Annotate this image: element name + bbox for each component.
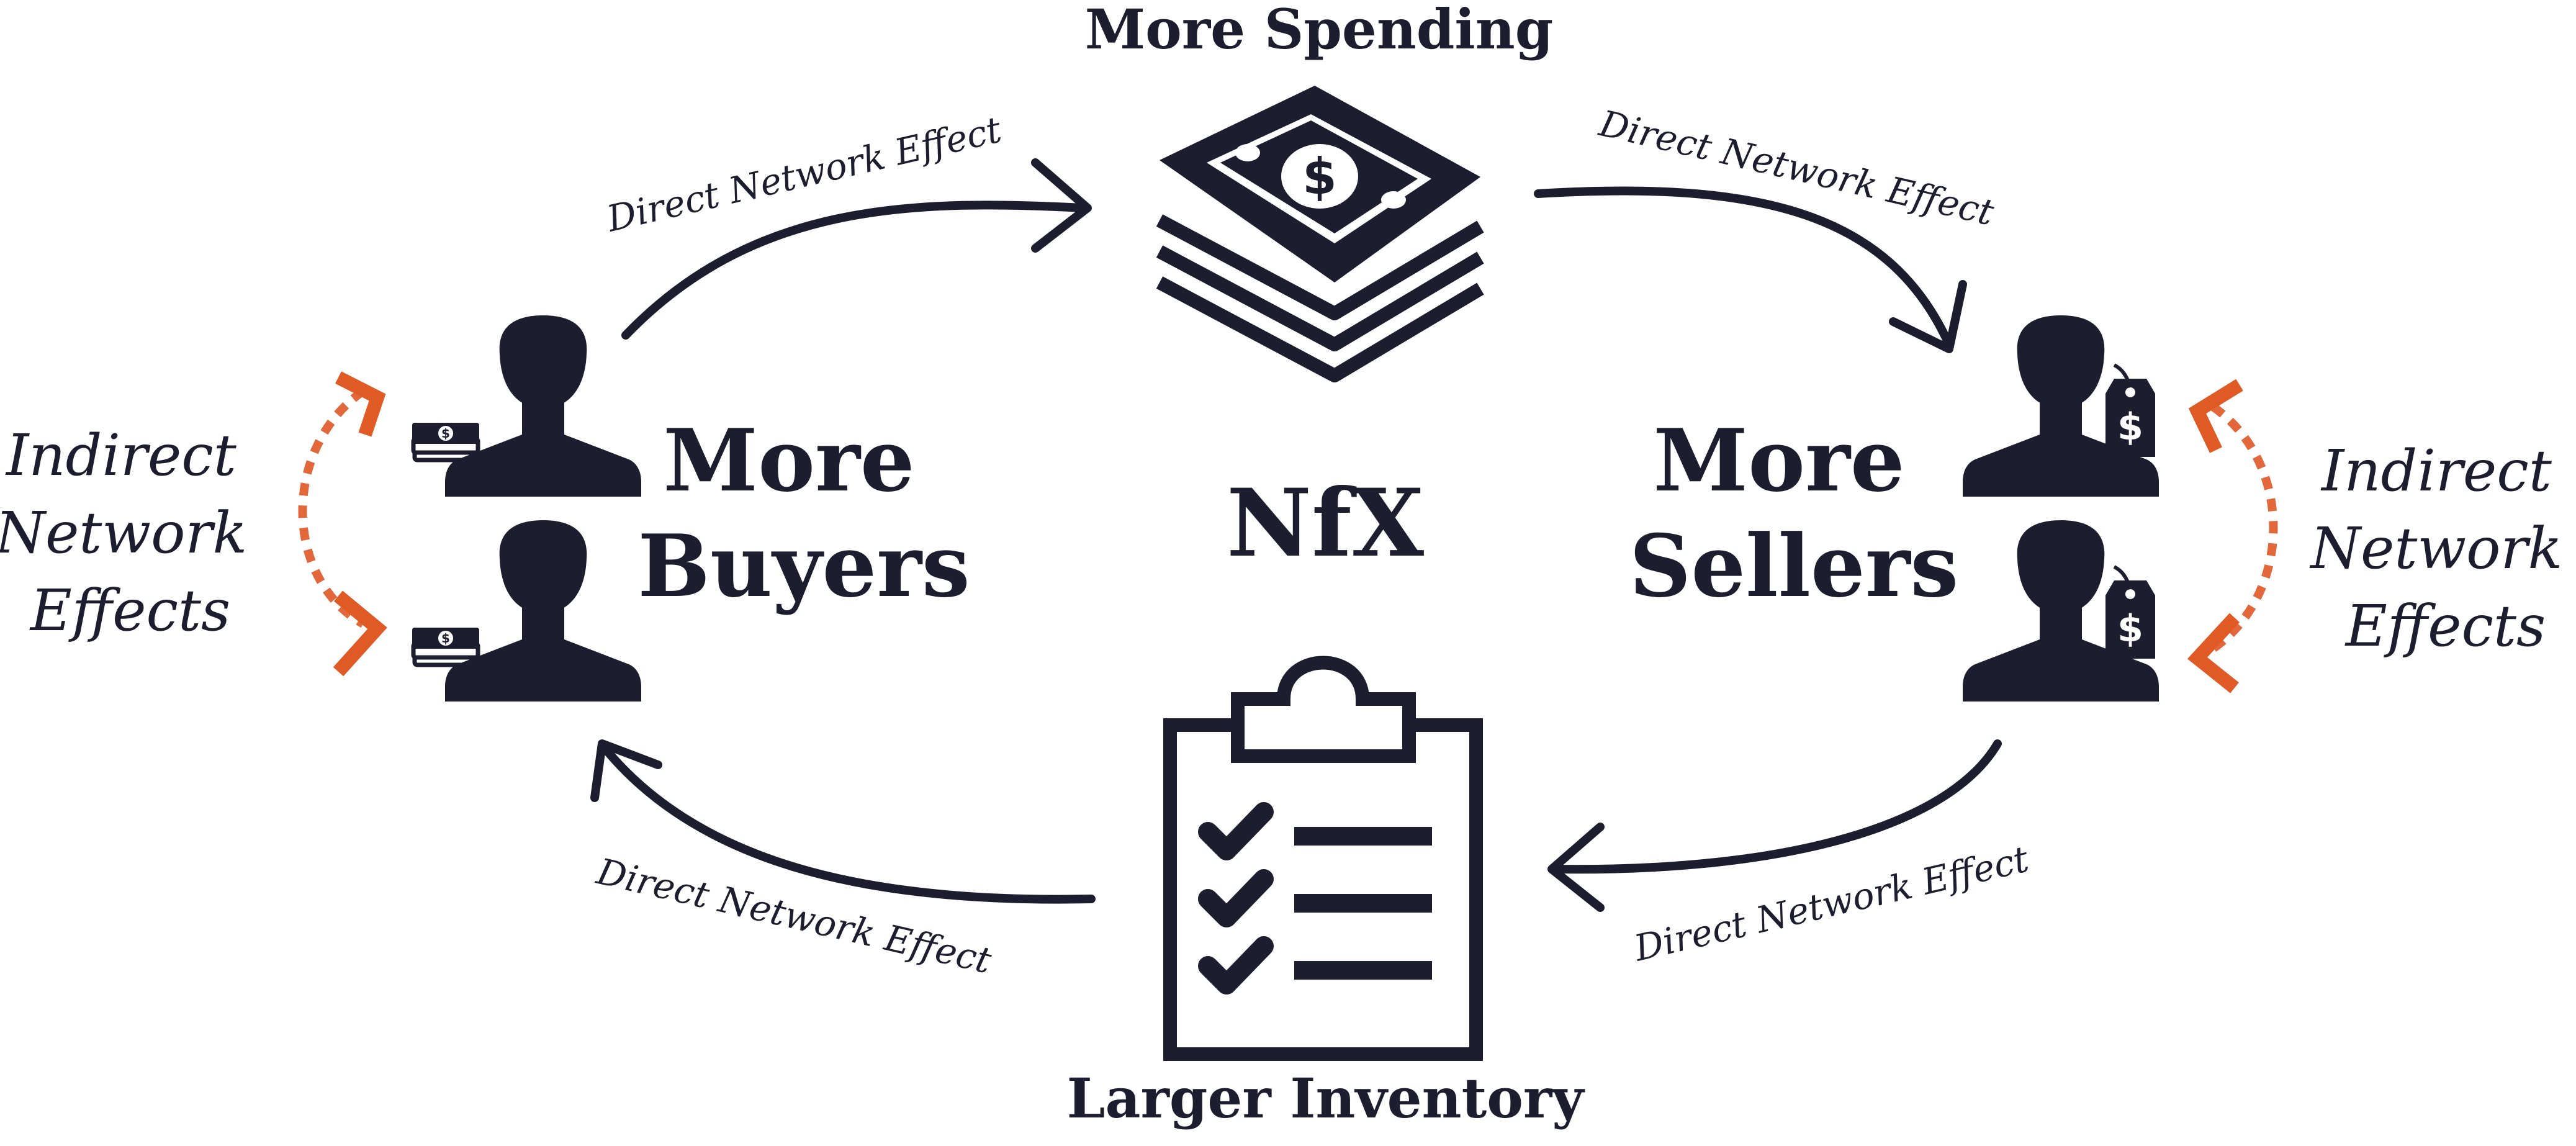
arrow-head [2187,613,2240,693]
edge-label-top-left: Direct Network Effect [603,108,1006,240]
arrow-head [1547,823,1605,912]
buyer-person-icon [445,315,641,497]
arrow-sellers-to-inventory [1551,739,2002,874]
edge-label-bottom-right: Direct Network Effect [1630,837,2033,970]
indirect-label-line: Effects [29,577,231,644]
buyer-person-icon [445,520,641,702]
left-label-line: More [663,410,914,511]
indirect-label-line: Indirect [2320,438,2552,504]
arrow-head [1889,280,1967,353]
cash-icon [412,628,479,665]
indirect-label-line: Network [0,500,247,566]
arrow-head [2188,379,2243,453]
left-label-line: Buyers [637,515,970,616]
arrow-inventory-to-buyers [604,748,1096,904]
svg-text:$: $ [1302,148,1337,205]
indirect-label-line: Indirect [5,422,237,489]
indirect-label-line: Network [2309,515,2562,582]
cash-icon [412,423,479,460]
arrow-head [590,739,662,802]
clipboard-checklist-icon [1163,656,1483,1061]
top-label: More Spending [1085,0,1554,61]
bottom-label: Larger Inventory [1067,1066,1586,1130]
indirect-label-left: Indirect Network Effects [0,422,266,644]
arrow-buyers-to-spending [621,201,1088,340]
nfx-logo: NfX [1227,469,1425,578]
arrow-head [335,371,386,437]
arrow-spending-to-sellers [1534,186,1953,349]
indirect-label-right: Indirect Network Effects [2309,438,2576,659]
price-tag-icon [2105,365,2155,457]
right-label: More Sellers [1629,410,1959,616]
indirect-label-line: Effects [2344,593,2546,659]
arrow-head [1031,158,1092,253]
arrow-head [333,590,387,677]
indirect-arrow-right [2210,403,2278,652]
right-label-line: More [1653,410,1904,511]
price-tag-icon [2105,567,2155,659]
money-stack-icon: $ [1156,86,1484,382]
right-label-line: Sellers [1629,515,1959,616]
left-label: More Buyers [637,410,970,616]
indirect-arrow-left [298,387,366,628]
